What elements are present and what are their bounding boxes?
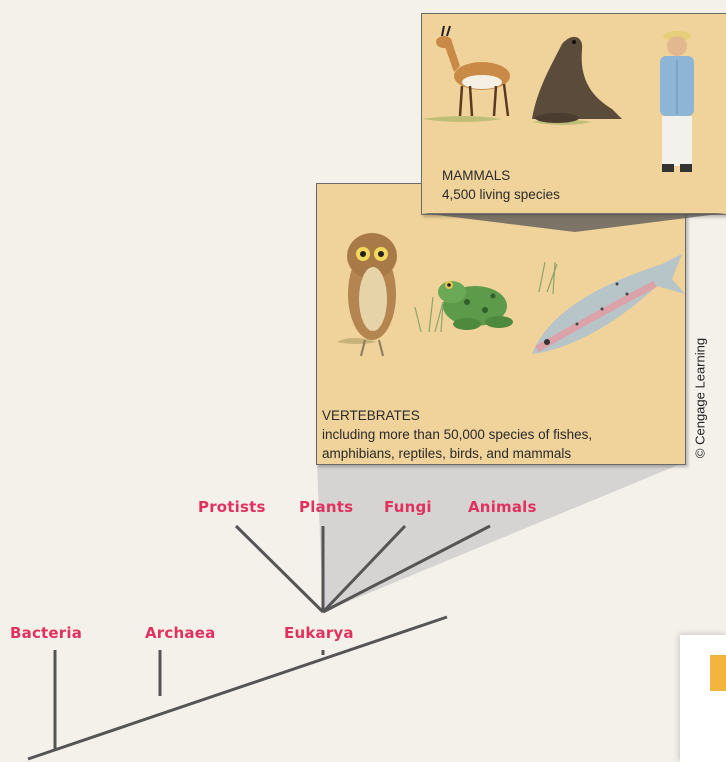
side-tab[interactable]: [680, 635, 726, 762]
bookmark-icon[interactable]: [710, 655, 726, 691]
copyright-credit: © Cengage Learning: [693, 338, 708, 458]
